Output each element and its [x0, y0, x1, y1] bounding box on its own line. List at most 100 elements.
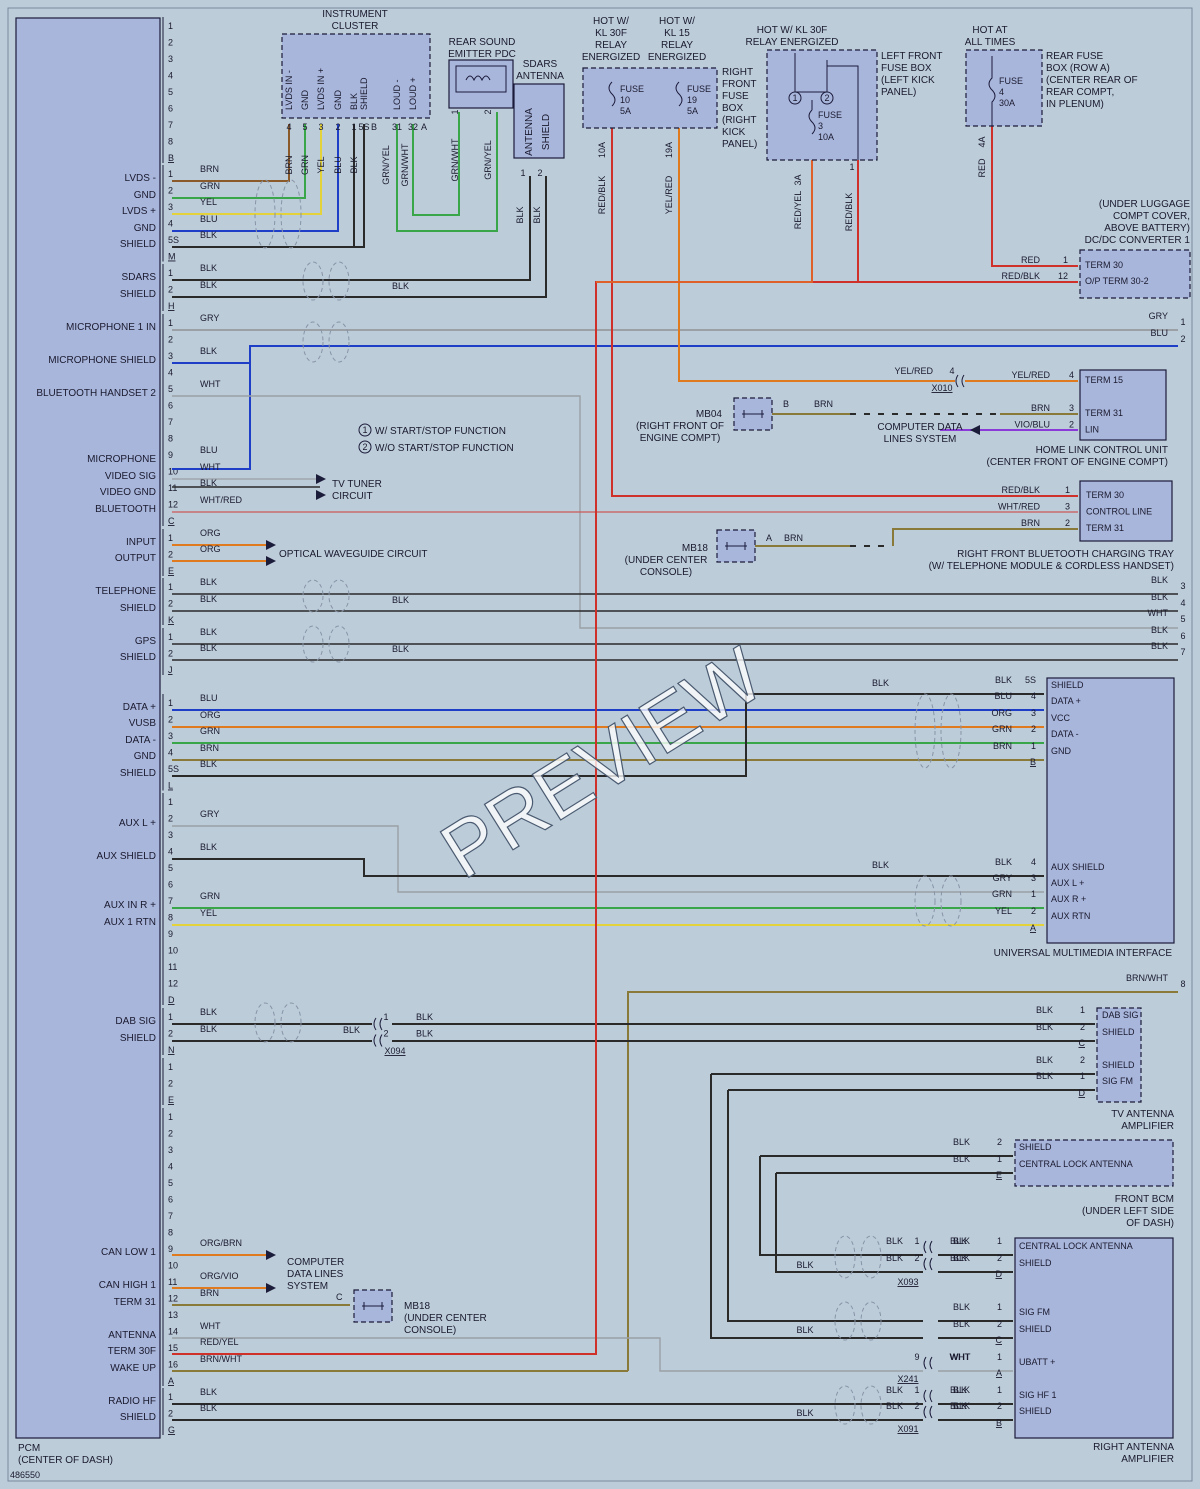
pcm-pin: 4 — [168, 1162, 173, 1172]
dcdc-title-line-2: ABOVE BATTERY) — [1104, 223, 1190, 234]
hot1-line-1: KL 30F — [595, 28, 627, 39]
pcm-pin: C — [168, 516, 175, 526]
pcm-wire-label: BLK — [200, 1024, 217, 1034]
shield-right — [940, 875, 962, 927]
umi-wire: GRY — [993, 873, 1012, 883]
pcm-pin: 8 — [168, 913, 173, 923]
umi-num: B — [1030, 757, 1036, 767]
pcm-pin: 8 — [168, 434, 173, 444]
mb04-id: MB04 — [696, 409, 723, 420]
pcm-pin: 3 — [168, 202, 173, 212]
cdl2-line-1: DATA LINES — [287, 1269, 344, 1280]
umi-pin-name: GND — [1051, 746, 1072, 756]
inline-right-wire: BLK — [950, 1401, 967, 1411]
pcm-pin: 2 — [168, 38, 173, 48]
pin-4a: 4A — [977, 136, 987, 147]
pcm-signal-name: MICROPHONE — [87, 454, 156, 465]
right-edge-wire: BLU — [1150, 328, 1168, 338]
homelink-wire: YEL/RED — [1011, 370, 1050, 380]
shield-right — [940, 693, 962, 769]
tvamp-title-0: TV ANTENNA — [1111, 1109, 1174, 1120]
wire — [596, 160, 813, 283]
ic-pin-name: GND — [300, 90, 310, 111]
pcm-signal-name: SHIELD — [120, 239, 156, 250]
sdars-pin-shield: SHIELD — [541, 114, 552, 150]
pcm-pin: 8 — [168, 1228, 173, 1238]
mid-wire-label: BLK — [872, 860, 889, 870]
inline-left-wire: BLK — [886, 1236, 903, 1246]
pcm-pin: 1 — [168, 533, 173, 543]
ramp-wire: BLK — [953, 1302, 970, 1312]
shield-left — [914, 875, 936, 927]
pcm-pin: 2 — [168, 186, 173, 196]
ic-pin-num: B — [371, 122, 377, 132]
wire — [892, 528, 1078, 546]
pcm-pin: 2 — [168, 715, 173, 725]
pcm-signal-name: MICROPHONE 1 IN — [66, 322, 156, 333]
mid-wire-label: BLK — [343, 1025, 360, 1035]
sdars-wire-2: BLK — [532, 206, 542, 223]
rhot-line-1: ALL TIMES — [965, 37, 1016, 48]
rfuse-line-1: 4 — [999, 87, 1004, 97]
pcm-pin: 7 — [168, 417, 173, 427]
pcm-signal-name: VIDEO GND — [100, 487, 156, 498]
fuse-19-icon — [675, 81, 683, 107]
pin-10a: 10A — [597, 142, 607, 158]
umi-num: A — [1030, 923, 1036, 933]
wire — [172, 346, 251, 470]
homelink-title-0: HOME LINK CONTROL UNIT — [1036, 445, 1168, 456]
pcm-pin: K — [168, 615, 174, 625]
pcm-wire-label: ORG/BRN — [200, 1238, 242, 1248]
ground-splice-icon-2 — [725, 542, 747, 550]
right-edge-num: 2 — [1180, 334, 1185, 344]
rffbox-line-1: FRONT — [722, 79, 756, 90]
pcm-signal-name: TERM 30F — [108, 1346, 156, 1357]
left-front-fuse-box — [766, 49, 878, 161]
rear-sound-pin-1: 1 — [450, 109, 460, 114]
shield-left — [302, 321, 324, 363]
connector-icon — [373, 1017, 383, 1031]
pcm-pin: 7 — [168, 120, 173, 130]
instrument-cluster-box — [281, 33, 431, 119]
pcm-pin: G — [168, 1425, 175, 1435]
pcm-pin: 5S — [168, 764, 179, 774]
cdl2-line-2: SYSTEM — [287, 1281, 328, 1292]
rear-sound-wire-2: GRN/YEL — [483, 140, 493, 180]
pcm-pin: 1 — [168, 268, 173, 278]
x010-wire: YEL/RED — [894, 366, 933, 376]
connector-icon — [923, 1240, 933, 1254]
wire-1-color: RED/BLK — [844, 193, 854, 232]
umi-num: 5S — [1025, 675, 1036, 685]
ramp-wire: BLK — [953, 1319, 970, 1329]
right-edge-num: 7 — [1180, 647, 1185, 657]
rfuse-line-0: FUSE — [999, 76, 1023, 86]
wire — [627, 991, 1178, 1371]
inline-mid-wire: BLK — [796, 1408, 813, 1418]
inline-right-wire: BLK — [950, 1385, 967, 1395]
pcm-pin: 3 — [168, 830, 173, 840]
mid-wire-label: BLK — [392, 595, 409, 605]
dcdc-title-line-3: DC/DC CONVERTER 1 — [1085, 235, 1191, 246]
fuse-10-icon — [608, 81, 616, 107]
pcm-wire-label: BLK — [200, 577, 217, 587]
inline-mid-wire: BLK — [796, 1260, 813, 1270]
inline-right-wire: BLK — [950, 1253, 967, 1263]
dab-wire: BLK — [416, 1029, 433, 1039]
inline-id: X241 — [897, 1374, 918, 1384]
homelink-pin-name: TERM 31 — [1085, 408, 1123, 418]
pcm-pin: 1 — [168, 582, 173, 592]
figure-number: 486550 — [10, 1470, 40, 1480]
umi-title: UNIVERSAL MULTIMEDIA INTERFACE — [994, 948, 1173, 959]
pcm-pin: 9 — [168, 929, 173, 939]
ramp-num: D — [996, 1269, 1003, 1279]
pcm-pin: 7 — [168, 896, 173, 906]
mb18b-loc-1: CONSOLE) — [404, 1325, 456, 1336]
relay-1-icon — [788, 91, 802, 105]
rffbox-line-4: (RIGHT — [722, 115, 756, 126]
ic-pin-name: GND — [333, 90, 343, 111]
homelink-box — [1079, 369, 1167, 441]
pcm-signal-name: LVDS + — [122, 206, 156, 217]
